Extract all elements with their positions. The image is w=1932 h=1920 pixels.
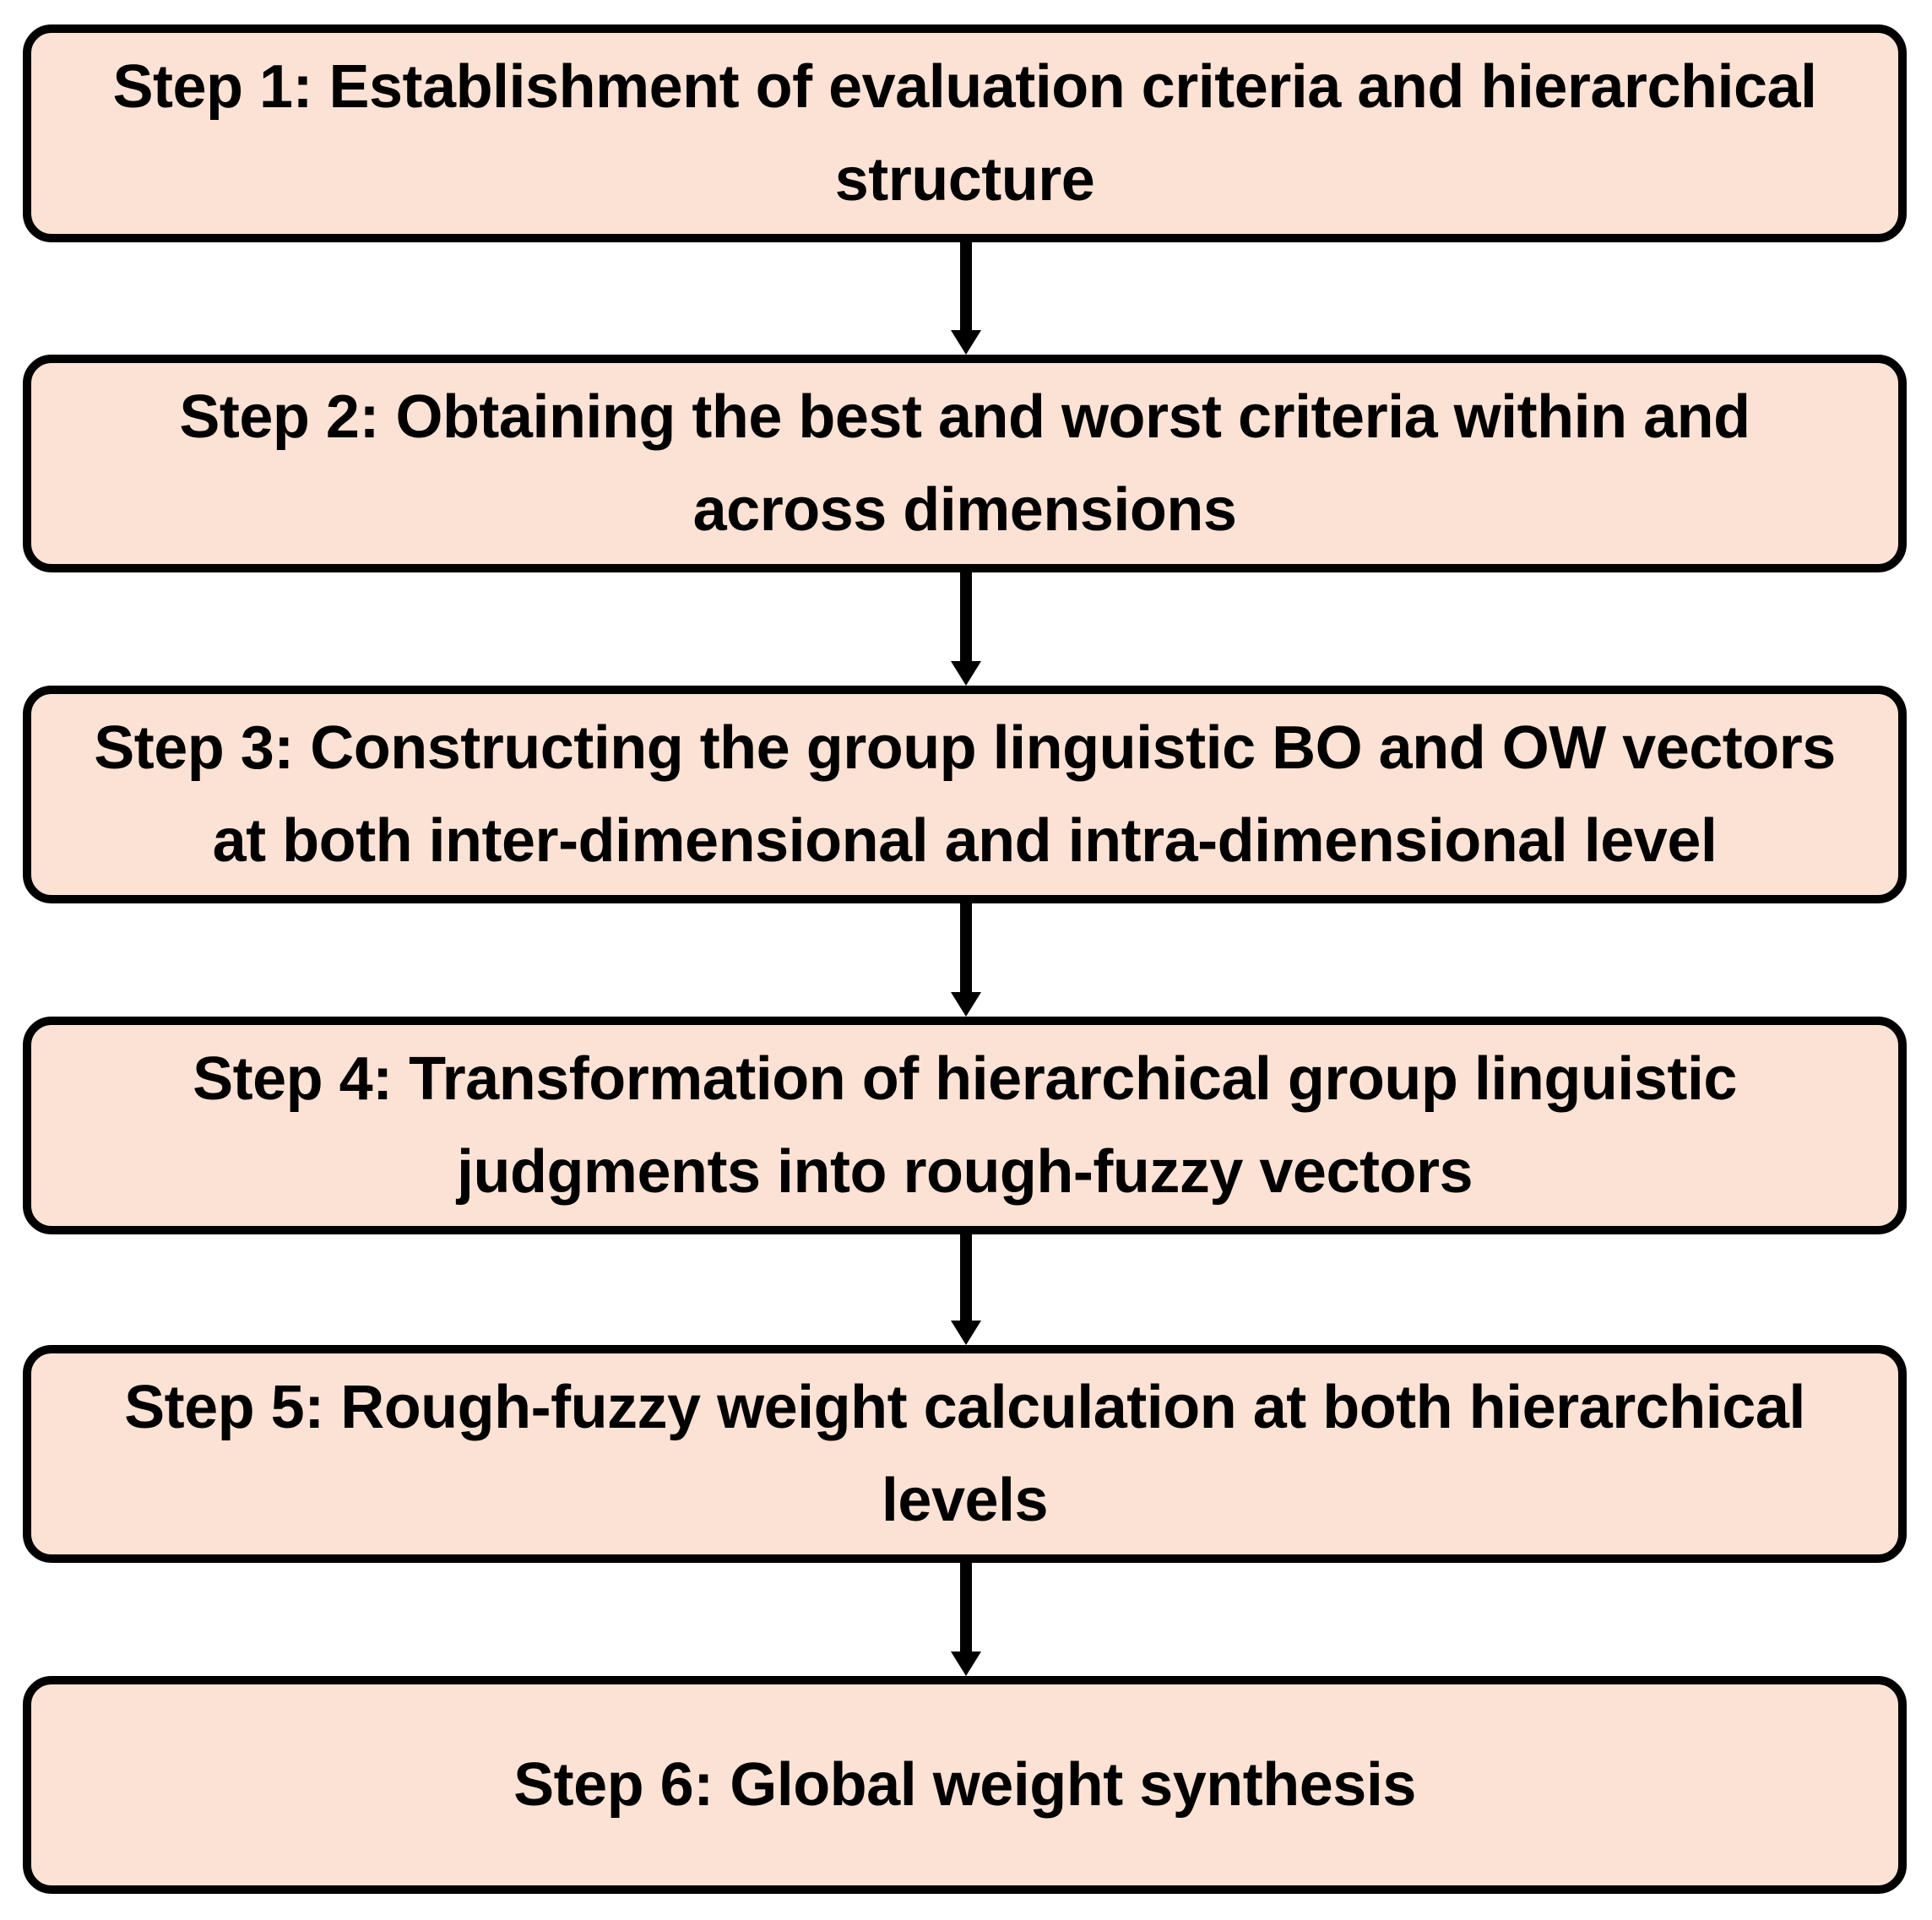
flow-arrow-step-1-to-step-2	[947, 242, 985, 355]
flow-node-step-3-label: Step 3: Constructing the group linguisti…	[94, 714, 1836, 875]
flow-node-step-2[interactable]: Step 2: Obtaining the best and worst cri…	[23, 355, 1907, 572]
flow-node-step-6-label: Step 6: Global weight synthesis	[513, 1751, 1416, 1819]
flow-node-step-4-label: Step 4: Transformation of hierarchical g…	[193, 1045, 1737, 1206]
flow-node-step-1-label: Step 1: Establishment of evaluation crit…	[112, 53, 1817, 214]
flow-arrow-step-5-to-step-6	[947, 1563, 985, 1676]
flow-node-step-5[interactable]: Step 5: Rough-fuzzy weight calculation a…	[23, 1345, 1907, 1563]
flow-node-step-6[interactable]: Step 6: Global weight synthesis	[23, 1676, 1907, 1894]
flow-node-step-5-label: Step 5: Rough-fuzzy weight calculation a…	[124, 1374, 1805, 1534]
flow-arrow-step-3-to-step-4	[947, 903, 985, 1017]
flow-node-step-4[interactable]: Step 4: Transformation of hierarchical g…	[23, 1017, 1907, 1234]
flow-arrow-step-2-to-step-3	[947, 572, 985, 686]
flow-arrow-step-4-to-step-5	[947, 1234, 985, 1345]
flow-node-step-2-label: Step 2: Obtaining the best and worst cri…	[179, 383, 1750, 544]
flow-node-step-3[interactable]: Step 3: Constructing the group linguisti…	[23, 686, 1907, 903]
flow-node-step-1[interactable]: Step 1: Establishment of evaluation crit…	[23, 24, 1907, 242]
